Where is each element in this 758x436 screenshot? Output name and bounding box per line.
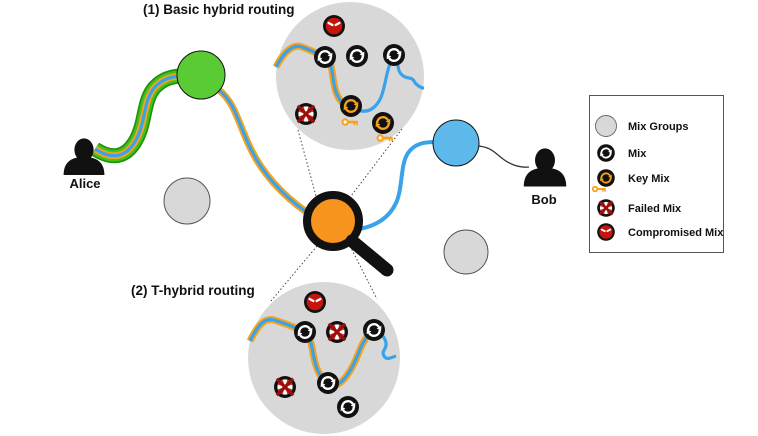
path-exit-group-to-bob [477, 145, 530, 168]
magnifier-projection-lines [270, 128, 403, 302]
mix-icon [344, 43, 370, 69]
legend-label: Mix Groups [628, 121, 689, 133]
mix-icon [312, 44, 338, 70]
bottom-group-title: (2) T-hybrid routing [131, 283, 255, 298]
path-alice-to-entry-group [90, 68, 181, 164]
magnifier-handle [345, 234, 394, 277]
legend-label: Compromised Mix [628, 227, 724, 239]
failed-mix-icon [293, 101, 319, 127]
failed-mix-icon [272, 374, 298, 400]
compromised-mix-icon [321, 13, 347, 39]
mix-icon [361, 317, 387, 343]
mix-group-icon [595, 115, 617, 137]
magnifier [303, 191, 394, 277]
alice-label: Alice [69, 176, 100, 191]
path-magnified-group-to-exit-group [351, 140, 437, 232]
failed-mix-icon [595, 197, 617, 219]
mix-icon [596, 143, 616, 163]
compromised-mix-icon [302, 289, 328, 315]
legend-item-failed-mix: Failed Mix [595, 197, 682, 219]
idle-mix-group-left [163, 177, 211, 225]
key-mix-icon [338, 93, 364, 119]
mix-icon [381, 42, 407, 68]
mix-icon [315, 370, 341, 396]
idle-mix-group-right [443, 229, 489, 275]
entry-mix-group-green [176, 50, 226, 100]
mix-icon [335, 394, 361, 420]
bob-person-icon [523, 148, 567, 187]
legend-item-mix-group: Mix Groups [595, 115, 689, 137]
key-mix-icon [370, 110, 396, 136]
legend-label: Mix [628, 148, 647, 160]
legend-item-compromised-mix: Compromised Mix [596, 222, 724, 242]
failed-mix-icon [324, 319, 350, 345]
legend-item-mix: Mix [596, 143, 647, 163]
legend-label: Failed Mix [628, 203, 682, 215]
mix-icon [292, 319, 318, 345]
legend-item-key-mix: Key Mix [591, 168, 670, 193]
compromised-mix-icon [596, 222, 616, 242]
top-group-title: (1) Basic hybrid routing [143, 2, 295, 17]
magnified-mix-group-orange [303, 191, 363, 251]
path-top-group-blue-exit [350, 53, 425, 113]
bob-label: Bob [531, 192, 556, 207]
legend-label: Key Mix [628, 173, 670, 185]
exit-mix-group-blue [432, 119, 480, 167]
